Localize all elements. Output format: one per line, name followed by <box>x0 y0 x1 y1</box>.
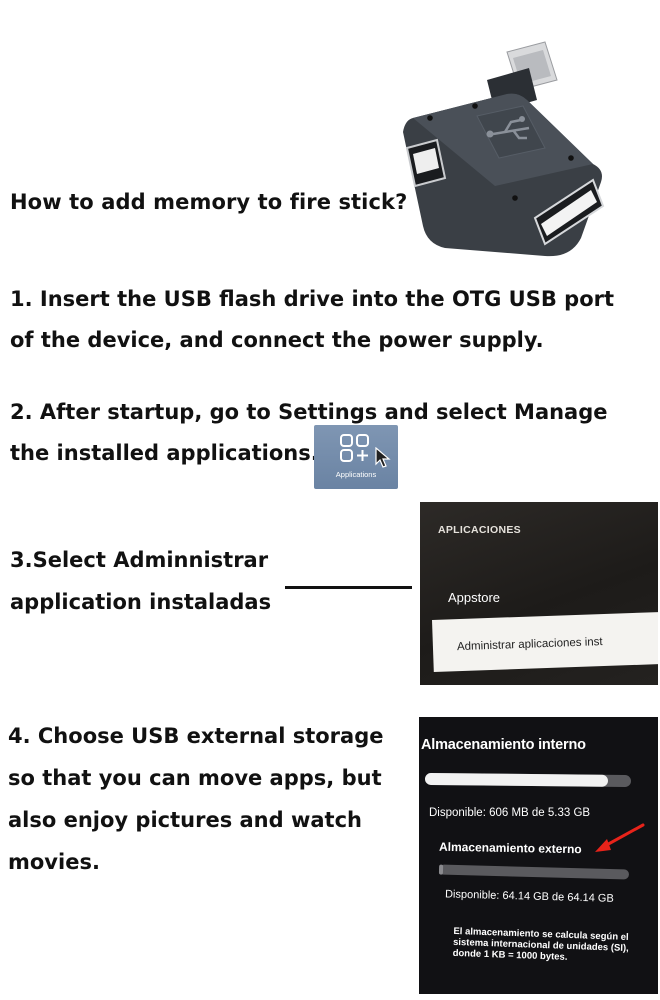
internal-storage-bar <box>424 772 632 788</box>
page-heading: How to add memory to fire stick? <box>10 190 408 214</box>
external-storage-bar <box>438 864 630 880</box>
applications-tile-label: Applications <box>335 470 377 479</box>
step-3-line-1: 3.Select Adminnistrar <box>10 548 269 572</box>
internal-storage-bar-fill <box>424 772 609 787</box>
external-storage-title: Almacenamiento externo <box>438 839 582 857</box>
mouse-pointer-icon <box>375 447 391 468</box>
applications-menu-screenshot: APLICACIONES Appstore Administrar aplica… <box>420 502 658 685</box>
menu-item-selected-label: Administrar aplicaciones inst <box>456 636 603 654</box>
menu-item-appstore: Appstore <box>448 590 501 605</box>
storage-screenshot: Almacenamiento interno Disponible: 606 M… <box>419 717 658 994</box>
step-4-line-1: 4. Choose USB external storage <box>8 724 384 748</box>
menu-title: APLICACIONES <box>438 524 521 536</box>
step-1-line-1: 1. Insert the USB flash drive into the O… <box>10 287 615 311</box>
step-4-line-2: so that you can move apps, but <box>8 766 382 790</box>
storage-note: El almacenamiento se calcula según el si… <box>452 925 629 963</box>
apps-grid-plus-icon <box>340 434 369 462</box>
usb-symbol-icon <box>492 118 530 140</box>
step-3-line-2: application instaladas <box>10 590 272 614</box>
otg-adapter-image <box>403 41 605 257</box>
step-4-line-4: movies. <box>8 850 100 874</box>
menu-item-selected: Administrar aplicaciones inst <box>432 611 658 672</box>
step-2-line-1: 2. After startup, go to Settings and sel… <box>10 400 608 424</box>
external-storage-available: Disponible: 64.14 GB de 64.14 GB <box>444 888 614 905</box>
step-2-line-2: the installed applications. <box>10 441 319 465</box>
internal-storage-title: Almacenamiento interno <box>421 737 586 753</box>
applications-tile: Applications <box>314 425 398 489</box>
red-arrow-icon <box>595 823 645 852</box>
external-storage-bar-fill <box>438 864 443 875</box>
step-1-line-2: of the device, and connect the power sup… <box>10 328 544 352</box>
internal-storage-available: Disponible: 606 MB de 5.33 GB <box>429 807 591 819</box>
connector-line <box>285 586 412 589</box>
step-4-line-3: also enjoy pictures and watch <box>8 808 362 832</box>
